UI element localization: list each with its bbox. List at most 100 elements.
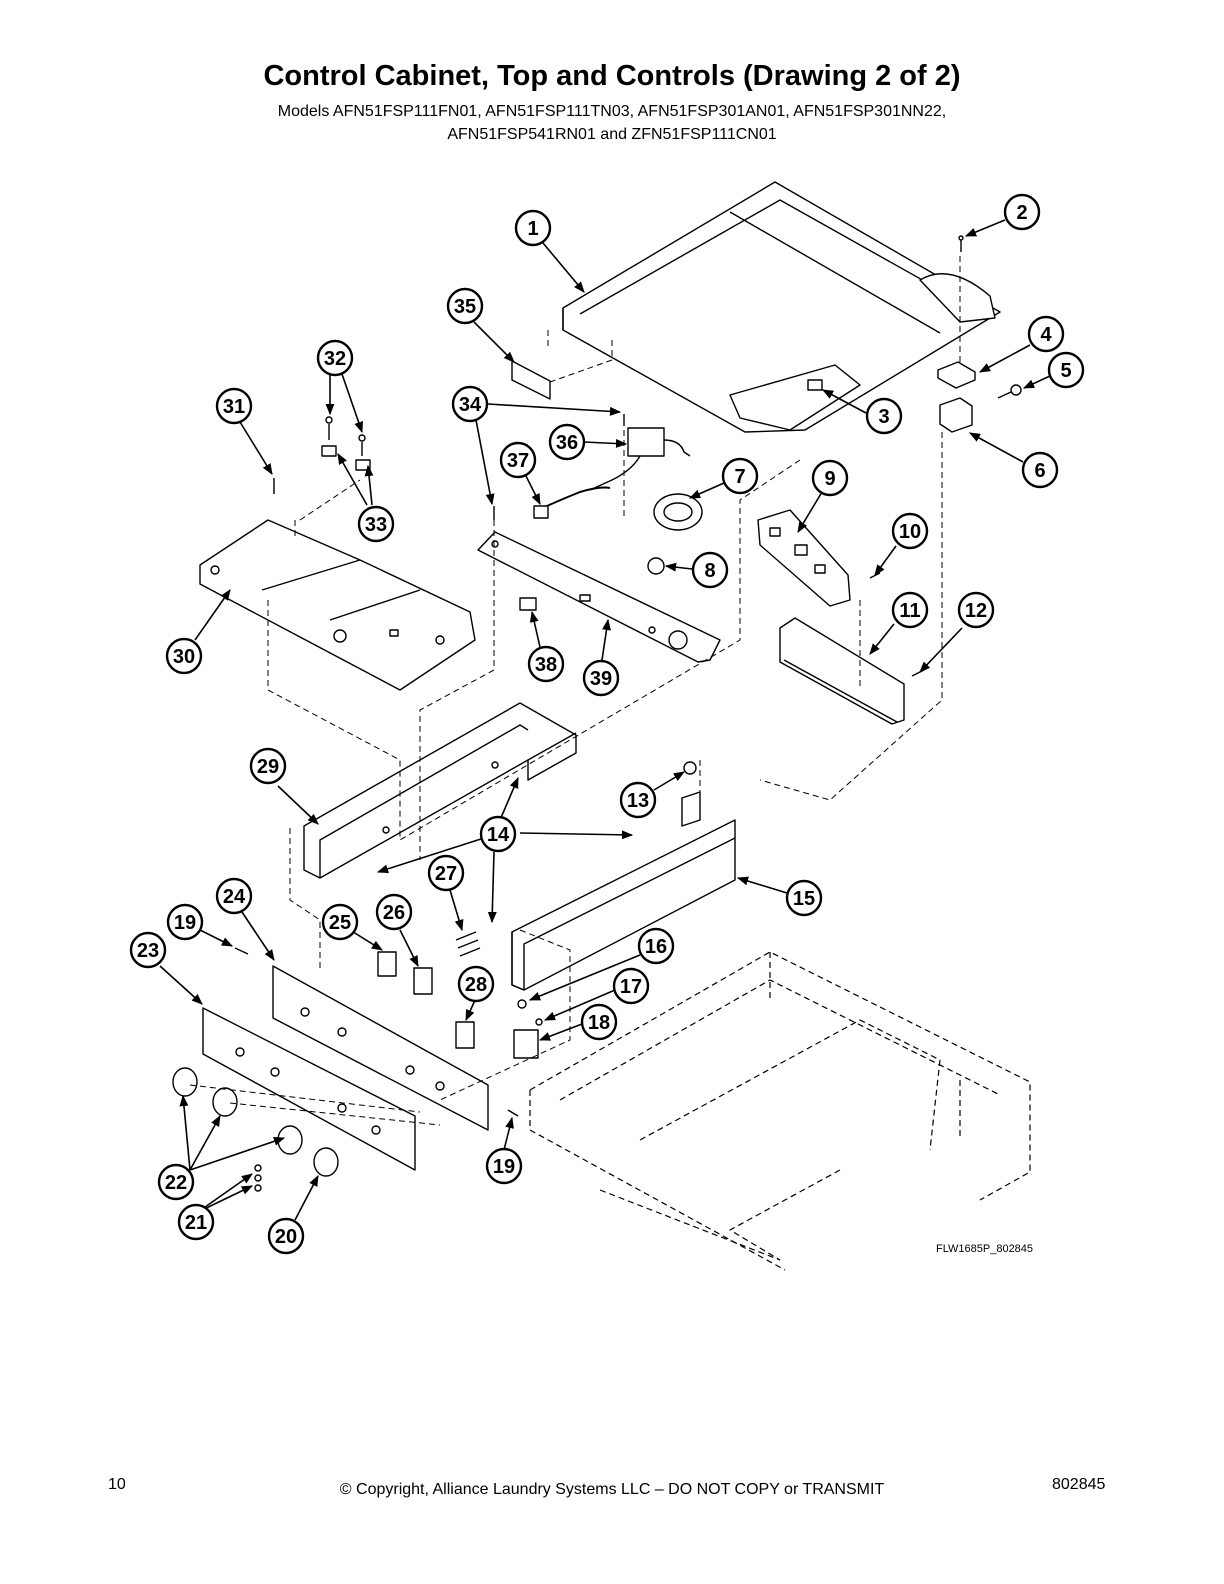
callout-15: 15 [785,879,823,917]
callout-10: 10 [891,512,929,550]
models-line-1: Models AFN51FSP111FN01, AFN51FSP111TN03,… [277,103,947,120]
wire-part [537,486,611,511]
clips-32-33-part [321,416,371,471]
callout-circle [619,781,657,819]
callout-33: 33 [357,505,395,543]
callout-circle [215,877,253,915]
callout-number: 31 [223,396,245,418]
cabinet-outline [529,951,1031,1271]
callout-number: 5 [1060,360,1071,382]
callout-30: 30 [165,637,203,675]
callout-number: 28 [465,974,487,996]
springs-21-part [254,1164,262,1192]
callout-number: 24 [223,886,246,908]
screw-small-part [997,384,1022,399]
callout-number: 11 [899,600,920,622]
callout-number: 22 [165,1172,187,1194]
callout-circle [891,512,929,550]
callout-circle [1021,451,1059,489]
callout-number: 19 [493,1156,515,1178]
callout-circle [321,903,359,941]
callout-number: 8 [704,560,715,582]
callout-12: 12 [957,591,995,629]
screw-16-part [517,999,527,1009]
callout-circle [1003,193,1041,231]
callout-number: 6 [1034,460,1045,482]
grommet-part [647,557,665,575]
callout-13: 13 [619,781,657,819]
callout-number: 7 [734,466,745,488]
callout-circle [166,903,204,941]
callout-number: 25 [329,912,351,934]
callout-circle [157,1163,195,1201]
hinge-block-part [939,397,973,433]
callout-number: 36 [556,432,578,454]
callout-circle [865,397,903,435]
knobs-part [172,1067,339,1177]
callout-23: 23 [129,931,167,969]
callout-circle [785,879,823,917]
callout-circle [514,209,552,247]
callout-number: 9 [824,468,835,490]
callout-circle [479,815,517,853]
callout-28: 28 [457,965,495,1003]
callout-circle [357,505,395,543]
callout-14: 14 [479,815,517,853]
knob-13-part [683,761,697,775]
callout-17: 17 [612,967,650,1005]
callout-number: 38 [535,654,557,676]
page-title: Control Cabinet, Top and Controls (Drawi… [263,60,961,92]
callout-38: 38 [527,645,565,683]
callout-2: 2 [1003,193,1041,231]
callout-circle [129,931,167,969]
callout-number: 21 [185,1212,207,1234]
callout-circle [691,551,729,589]
callout-number: 20 [275,1226,297,1248]
shield-plate-part [199,519,476,691]
callout-number: 4 [1040,324,1052,346]
wire-connector-part [533,505,549,519]
switch-28-part [455,1021,475,1049]
callout-number: 17 [620,976,642,998]
callout-22: 22 [157,1163,195,1201]
callout-5: 5 [1047,351,1085,389]
callout-31: 31 [215,387,253,425]
callout-circle [457,965,495,1003]
callout-32: 32 [316,339,354,377]
harness-part [589,427,691,491]
pressure-switch-part [653,493,703,531]
callout-circle [637,927,675,965]
callout-circle [721,457,759,495]
callout-circle [811,459,849,497]
board-bracket-part [779,617,905,725]
callout-circle [446,287,484,325]
screw-19b-part [507,1109,519,1117]
lamp-27-part [455,931,481,957]
callout-6: 6 [1021,451,1059,489]
callout-1: 1 [514,209,552,247]
callout-number: 16 [645,936,667,958]
callout-7: 7 [721,457,759,495]
callout-11: 11 [891,591,929,629]
nut-17-part [535,1018,543,1026]
callout-number: 23 [137,940,159,962]
callout-circle [249,747,287,785]
callout-19: 19 [166,903,204,941]
callout-number: 29 [257,756,279,778]
callout-26: 26 [375,893,413,931]
callout-circle [375,893,413,931]
assembly-lines [189,256,961,1126]
callout-number: 34 [459,394,482,416]
callout-16: 16 [637,927,675,965]
callout-20: 20 [267,1217,305,1255]
callout-39: 39 [582,659,620,697]
callout-circle [891,591,929,629]
callout-circle [427,854,465,892]
callout-number: 19 [174,912,196,934]
callout-number: 35 [454,296,476,318]
callout-number: 18 [588,1012,610,1034]
callout-8: 8 [691,551,729,589]
callout-number: 2 [1016,202,1027,224]
callout-19: 19 [485,1147,523,1185]
callout-number: 1 [527,218,538,240]
